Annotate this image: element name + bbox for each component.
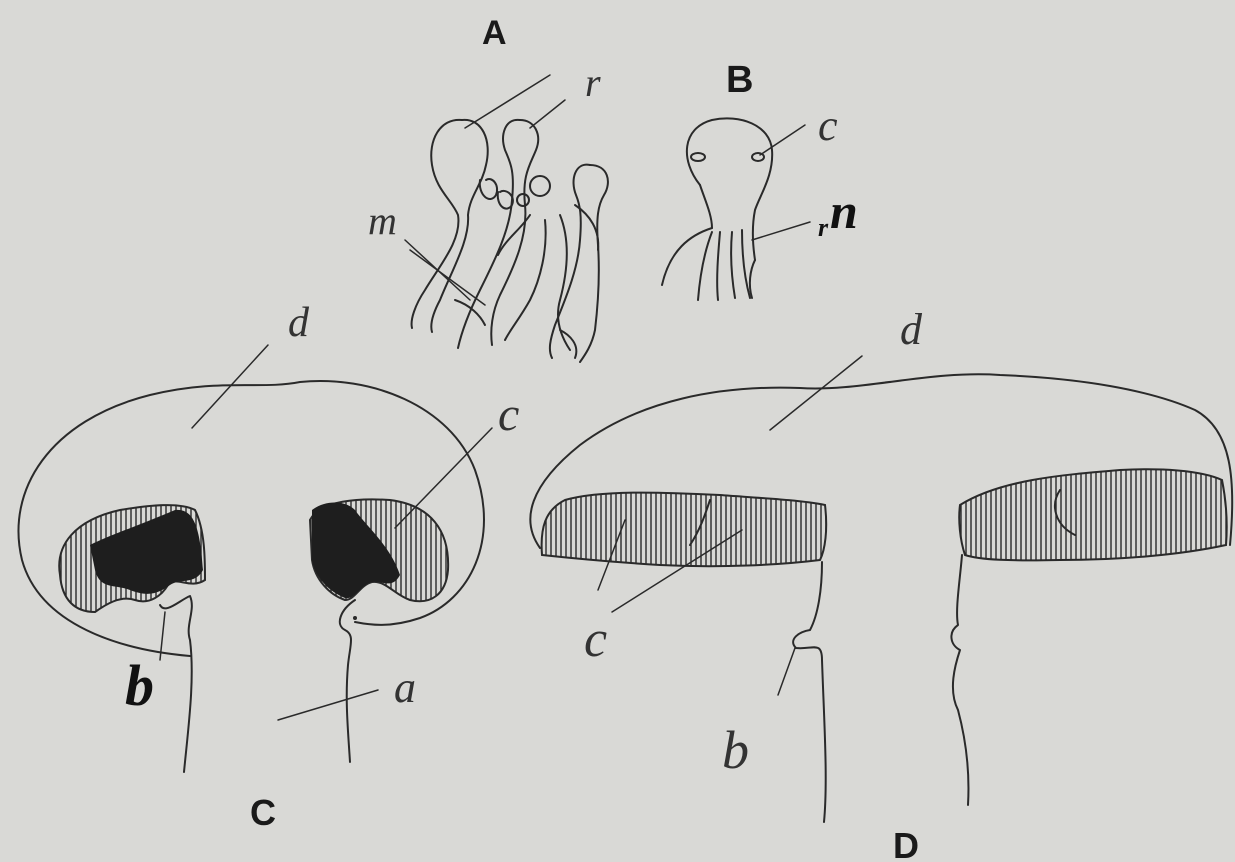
panel-label-d: D: [893, 825, 919, 862]
panel-label-c: C: [250, 792, 276, 833]
label-b-rn-sub: r: [818, 213, 829, 242]
figure-a-mycelium: [405, 75, 608, 362]
label-c-d: d: [288, 300, 310, 346]
label-d-c: c: [584, 611, 607, 668]
label-a-r: r: [585, 60, 601, 105]
label-c-b: b: [125, 653, 154, 718]
panel-label-b: B: [726, 59, 753, 101]
figure-c-button-section: [18, 345, 492, 772]
figure-d-mature-section: [530, 356, 1232, 822]
label-d-b: b: [722, 720, 749, 780]
figure-b-primordium: [662, 118, 810, 300]
label-b-c: c: [818, 101, 838, 150]
label-d-d: d: [900, 305, 923, 354]
panel-label-a: A: [482, 14, 507, 52]
label-b-rn-main: n: [830, 183, 858, 239]
label-a-m: m: [368, 198, 397, 243]
label-c-c: c: [498, 388, 519, 441]
label-c-a: a: [394, 663, 416, 712]
